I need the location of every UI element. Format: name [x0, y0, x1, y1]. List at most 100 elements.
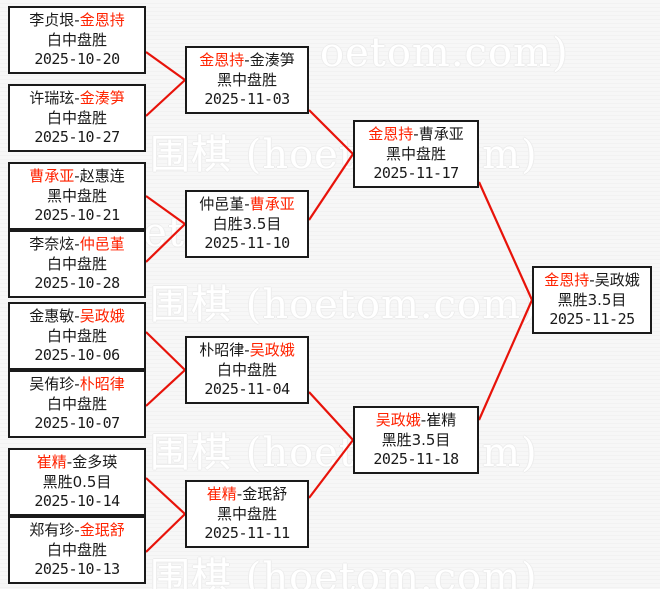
player-right: 吴政娥 — [594, 271, 640, 289]
player-separator: - — [244, 341, 250, 359]
connector-line-r2m3 — [308, 391, 354, 441]
player-separator: - — [74, 307, 80, 325]
match-result: 黑胜0.5目 — [42, 472, 112, 491]
player-separator: - — [236, 485, 243, 503]
match-players: 许瑞玹-金湊笋 — [10, 89, 144, 109]
player-right: 金湊笋 — [79, 89, 125, 107]
player-right: 金珉舒 — [242, 485, 288, 503]
player-left: 金惠敏 — [29, 307, 75, 325]
match-players: 金恩持-金湊笋 — [187, 51, 307, 71]
watermark-text: 围棋 (hoetom.com) — [150, 132, 538, 178]
player-left: 李贞垠 — [29, 11, 75, 29]
match-date: 2025-11-17 — [373, 164, 459, 182]
connector-line-r1m1 — [145, 51, 186, 81]
match-players: 曹承亚-赵惠连 — [10, 167, 144, 187]
match-result: 黑胜3.5目 — [557, 290, 627, 309]
player-left: 吴侑珍 — [29, 375, 75, 393]
match-players: 崔精-金多瑛 — [10, 453, 144, 473]
watermark-text: 围棋 (hoetom.com) — [150, 430, 538, 476]
player-left: 郑有珍 — [29, 521, 75, 539]
player-right: 吴政娥 — [79, 307, 125, 325]
connector-line-r2m2 — [308, 153, 354, 221]
connector-line-r2m4 — [308, 439, 354, 499]
player-separator: - — [420, 411, 427, 429]
match-result: 黑中盘胜 — [385, 144, 446, 163]
match-date: 2025-10-07 — [34, 414, 120, 432]
match-players: 李贞垠-金恩持 — [10, 11, 144, 31]
player-right: 吴政娥 — [249, 341, 295, 359]
player-left: 朴昭律 — [199, 341, 245, 359]
player-separator: - — [244, 195, 250, 213]
player-left: 李奈炫 — [29, 235, 75, 253]
player-separator: - — [66, 453, 73, 471]
match-result: 白中盘胜 — [216, 360, 277, 379]
match-date: 2025-10-27 — [34, 128, 120, 146]
match-result: 白胜3.5目 — [212, 214, 282, 233]
player-separator: - — [589, 271, 595, 289]
connector-line-r1m7 — [145, 477, 186, 515]
match-result: 白中盘胜 — [46, 108, 107, 127]
player-left: 吴政娥 — [375, 411, 421, 429]
player-right: 金多瑛 — [72, 453, 118, 471]
player-separator: - — [74, 11, 80, 29]
match-date: 2025-10-28 — [34, 274, 120, 292]
match-players: 仲邑堇-曹承亚 — [187, 195, 307, 215]
player-right: 曹承亚 — [418, 125, 464, 143]
match-players: 金惠敏-吴政娥 — [10, 307, 144, 327]
player-separator: - — [74, 89, 80, 107]
match-players: 吴政娥-崔精 — [355, 411, 477, 431]
player-left: 仲邑堇 — [199, 195, 245, 213]
match-players: 崔精-金珉舒 — [187, 485, 307, 505]
match-players: 吴侑珍-朴昭律 — [10, 375, 144, 395]
watermark-text: oetom.com) — [320, 30, 569, 76]
match-result: 黑中盘胜 — [46, 186, 107, 205]
match-date: 2025-11-11 — [204, 524, 290, 542]
player-separator: - — [413, 125, 419, 143]
watermark-text: 围棋 (hoetom.com) — [150, 282, 538, 328]
match-date: 2025-10-14 — [34, 492, 120, 510]
match-date: 2025-10-13 — [34, 560, 120, 578]
player-left: 金恩持 — [544, 271, 590, 289]
player-left: 崔精 — [206, 485, 237, 503]
match-date: 2025-11-03 — [204, 90, 290, 108]
match-result: 白中盘胜 — [46, 394, 107, 413]
player-right: 金恩持 — [79, 11, 125, 29]
player-left: 崔精 — [36, 453, 67, 471]
player-separator: - — [74, 235, 80, 253]
player-left: 金恩持 — [368, 125, 414, 143]
player-left: 金恩持 — [199, 51, 245, 69]
match-players: 金恩持-吴政娥 — [534, 271, 650, 291]
connector-line-r1m6 — [145, 369, 186, 407]
player-separator: - — [244, 51, 250, 69]
match-result: 白中盘胜 — [46, 540, 107, 559]
connector-line-r2m1 — [308, 109, 354, 155]
player-separator: - — [74, 167, 80, 185]
connector-line-r3m1 — [477, 181, 534, 301]
watermark-text: 围棋 (hoetom.com) — [150, 555, 538, 589]
player-left: 许瑞玹 — [29, 89, 75, 107]
player-right: 金珉舒 — [79, 521, 125, 539]
match-date: 2025-10-20 — [34, 50, 120, 68]
connector-line-r1m8 — [145, 513, 186, 553]
player-right: 仲邑堇 — [79, 235, 125, 253]
player-right: 金湊笋 — [249, 51, 295, 69]
match-players: 郑有珍-金珉舒 — [10, 521, 144, 541]
match-result: 黑中盘胜 — [216, 504, 277, 523]
match-players: 金恩持-曹承亚 — [355, 125, 477, 145]
match-players: 朴昭律-吴政娥 — [187, 341, 307, 361]
